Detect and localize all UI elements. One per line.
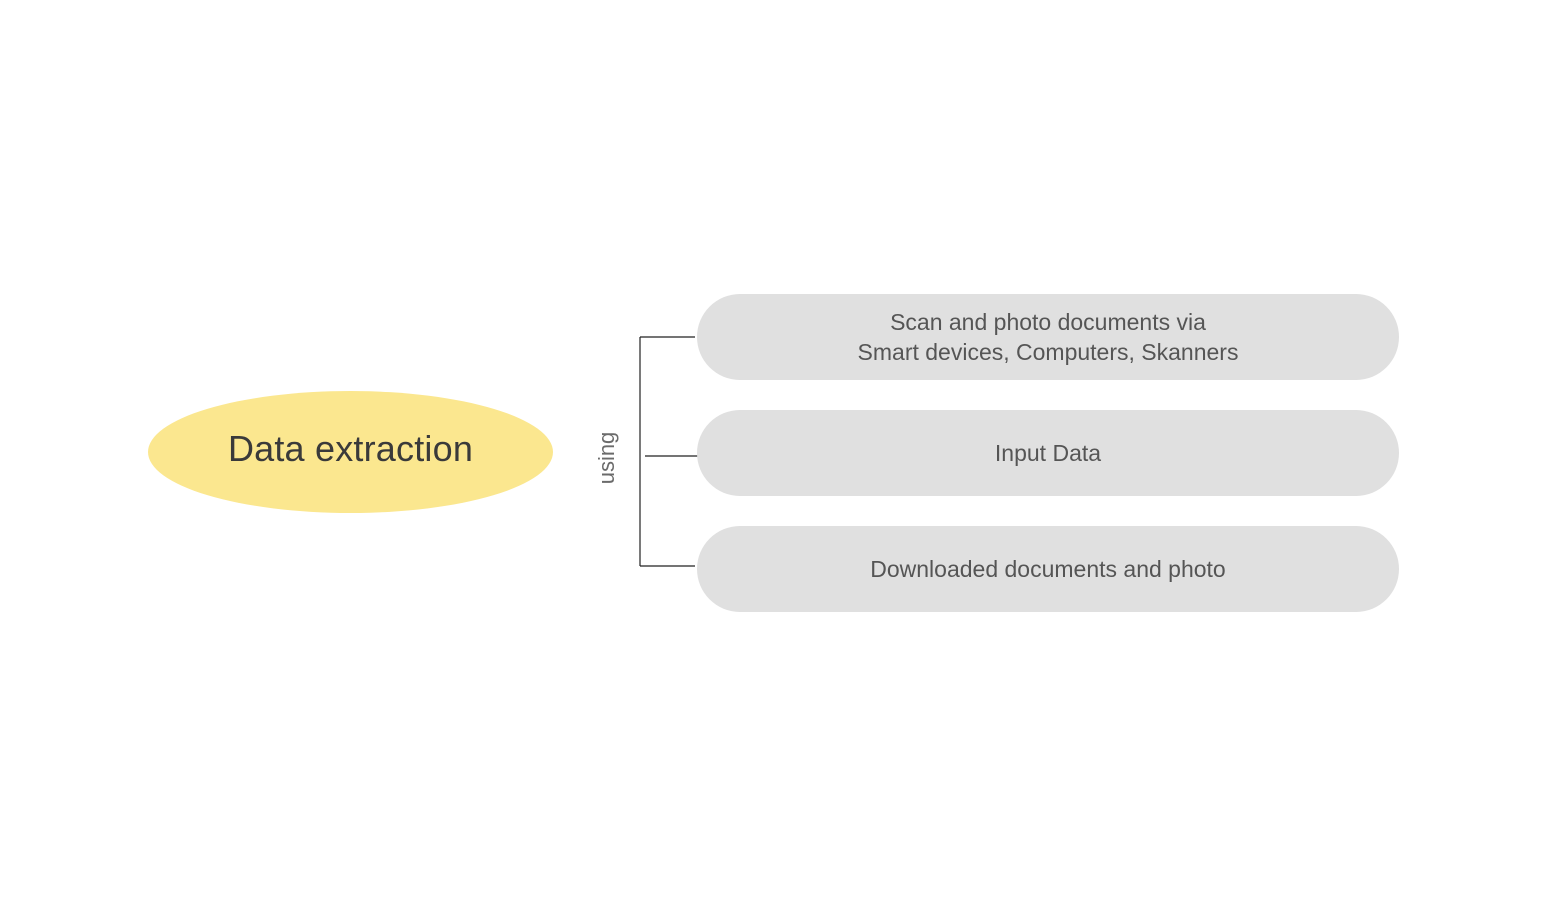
child-node-label: Scan and photo documents via Smart devic…: [857, 309, 1239, 365]
child-node-downloaded[interactable]: Downloaded documents and photo: [697, 526, 1399, 612]
root-node-label: Data extraction: [227, 428, 474, 469]
child-node-input-data[interactable]: Input Data: [697, 410, 1399, 496]
child-node-scan[interactable]: Scan and photo documents via Smart devic…: [697, 294, 1399, 380]
child-node-label: Input Data: [994, 440, 1102, 466]
root-node[interactable]: Data extraction: [148, 391, 553, 513]
child-node-label: Downloaded documents and photo: [870, 556, 1226, 582]
relation-label: using: [594, 431, 619, 485]
